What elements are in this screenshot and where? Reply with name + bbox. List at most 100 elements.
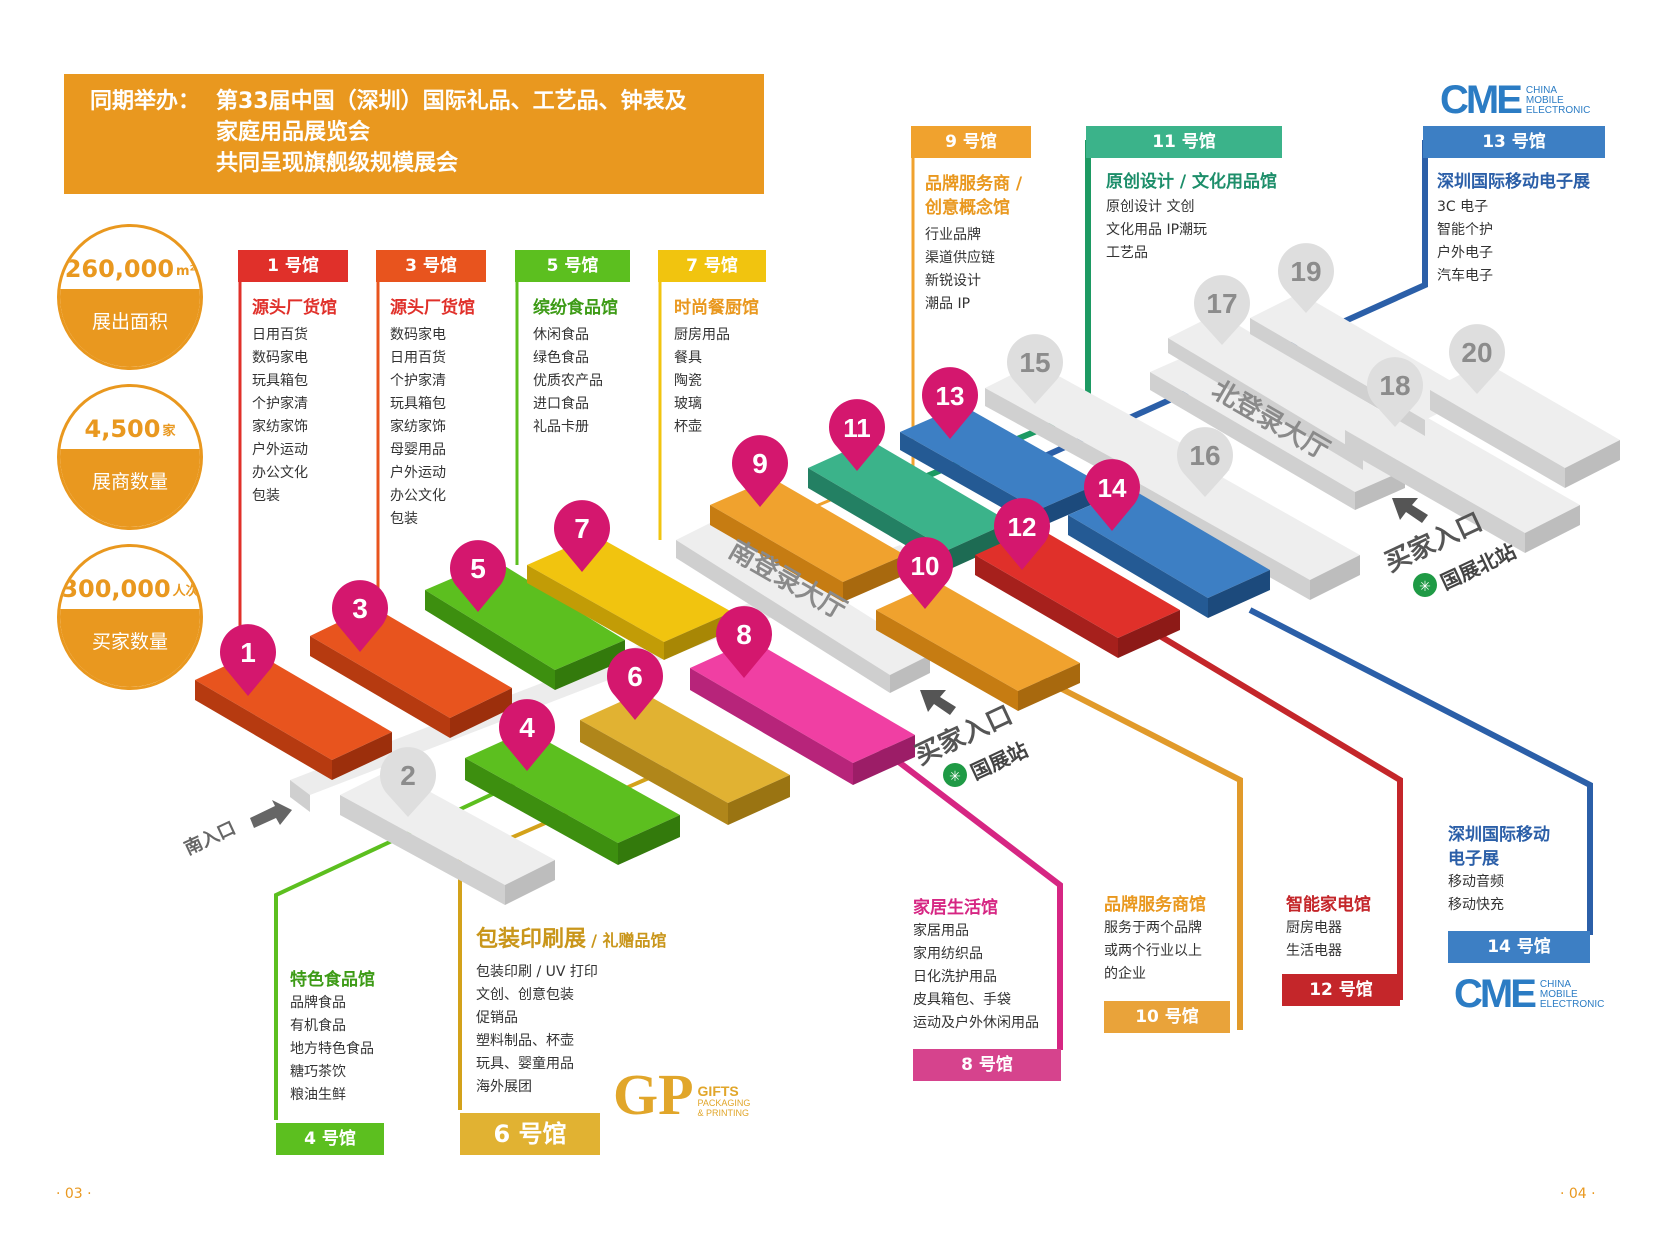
marker-number: 17 [1206,288,1237,319]
hall-9-title-1: 品牌服务商 / [925,174,1023,194]
marker-hall-16[interactable]: 16 [1177,427,1233,497]
hall-14-title-2: 电子展 [1448,849,1499,869]
svg-text:✳: ✳ [1419,579,1431,595]
metro-icon: ✳ [1413,573,1437,597]
pin-number: 3 [352,593,368,624]
pin-hall-4[interactable]: 4 [498,699,555,771]
hall-4-label: 4 号馆 [276,1123,384,1155]
arrow-up-left-icon [1392,498,1428,523]
list-item: 包装 [390,511,418,527]
cme-sub-2: MOBILE [1539,988,1578,1000]
cme-sub-1: CHINA [1539,978,1572,990]
south-entrance[interactable]: 南入口 [181,800,292,860]
hall-13-info: 13 号馆 深圳国际移动电子展 3C 电子 智能个护 户外电子 汽车电子 [1423,126,1605,288]
pin-hall-13[interactable]: 13 [922,367,978,439]
map-pin-icon [896,537,953,609]
list-item: 移动音频 [1448,874,1504,890]
pin-hall-10[interactable]: 10 [896,537,953,609]
list-item: 塑料制品、杯壶 [476,1033,574,1049]
pin-hall-14[interactable]: 14 [1084,459,1140,531]
marker-hall-2[interactable]: 2 [380,747,436,817]
list-item: 文化用品 IP潮玩 [1106,222,1208,238]
metro-icon: ✳ [943,763,967,787]
pin-hall-11[interactable]: 11 [829,399,885,471]
connector-hall-8 [868,737,1063,1050]
south-lobby [676,520,930,693]
hall-5-label: 5 号馆 [515,250,630,282]
map-pin-icon [498,699,555,771]
hall-4-info: 特色食品馆 品牌食品 有机食品 地方特色食品 糖巧茶饮 粮油生鲜 4 号馆 [276,968,384,1155]
list-item: 家纺家饰 [252,419,308,435]
pin-hall-5[interactable]: 5 [450,540,507,612]
gipp-logo: GP GIFTS PACKAGING & PRINTING [613,1066,750,1124]
list-item: 户外运动 [252,442,308,458]
stat-unit: 人次 [172,584,199,599]
hall-11-label: 11 号馆 [1086,126,1282,158]
hall-12-label: 12 号馆 [1282,974,1400,1006]
list-item: 礼品卡册 [533,419,589,435]
list-item: 行业品牌 [925,227,981,243]
hall-9-info: 9 号馆 品牌服务商 / 创意概念馆 行业品牌 渠道供应链 新锐设计 潮品 IP [911,126,1031,316]
list-item: 休闲食品 [533,327,589,343]
list-item: 户外电子 [1437,245,1493,261]
list-item: 汽车电子 [1437,268,1493,284]
list-item: 数码家电 [252,350,308,366]
list-item: 优质农产品 [533,373,603,389]
list-item: 或两个行业以上 [1104,943,1202,959]
hall-9-title-2: 创意概念馆 [925,198,1010,218]
map-pin-icon [332,580,388,652]
hall-12-items: 厨房电器 生活电器 [1286,917,1400,963]
hall-10-label: 10 号馆 [1104,1001,1230,1033]
list-item: 新锐设计 [925,273,981,289]
marker-hall-15[interactable]: 15 [1007,334,1063,404]
pin-hall-1[interactable]: 1 [220,624,276,696]
marker-hall-17[interactable]: 17 [1194,275,1251,345]
hall-8-items: 家居用品 家用纺织品 日化洗护用品 皮具箱包、手袋 运动及户外休闲用品 [913,920,1061,1035]
hall-4-title: 特色食品馆 [290,970,375,990]
hall-5-title: 缤纷食品馆 [533,298,618,318]
marker-hall-18[interactable]: 18 [1367,357,1424,427]
banner-line-2: 家庭用品展览会 [216,120,371,145]
connector-hall-13 [1023,140,1428,468]
hall-13-title: 深圳国际移动电子展 [1437,172,1590,192]
stat-value: 4,500 [84,415,161,443]
pin-hall-12[interactable]: 12 [994,498,1050,570]
hall-7-label: 7 号馆 [658,250,766,282]
pin-hall-6[interactable]: 6 [607,648,663,720]
banner-line-3: 共同呈现旗舰级规模展会 [216,151,459,176]
pin-hall-9[interactable]: 9 [732,435,788,507]
list-item: 进口食品 [533,396,589,412]
hall-6-title-suffix: / 礼赠品馆 [591,931,667,950]
hall-17 [1168,313,1413,470]
list-item: 办公文化 [252,465,308,481]
marker-hall-20[interactable]: 20 [1449,324,1506,394]
hall-11-info: 11 号馆 原创设计 / 文化用品馆 原创设计 文创 文化用品 IP潮玩 工艺品 [1086,126,1282,265]
list-item: 原创设计 文创 [1106,199,1195,215]
hall-6-block [580,692,790,825]
marker-hall-19[interactable]: 19 [1278,243,1335,313]
hall-6-items: 包装印刷 / UV 打印 文创、创意包装 促销品 塑料制品、杯壶 玩具、婴童用品… [476,961,600,1099]
hall-13-items: 3C 电子 智能个护 户外电子 汽车电子 [1437,196,1605,288]
marker-number: 16 [1189,440,1220,471]
pin-number: 14 [1098,473,1127,503]
map-pin-icon [922,367,978,439]
hall-11-items: 原创设计 文创 文化用品 IP潮玩 工艺品 [1106,196,1282,265]
list-item: 包装 [252,488,280,504]
hall-3-info: 3 号馆 源头厂货馆 数码家电 日用百货 个护家清 玩具箱包 家纺家饰 母婴用品… [376,250,486,531]
pin-number: 13 [936,381,965,411]
hall-14-title-1: 深圳国际移动 [1448,825,1550,845]
map-pin-icon [1449,324,1506,394]
list-item: 地方特色食品 [290,1041,374,1057]
pin-hall-8[interactable]: 8 [716,606,772,678]
hall-10-items: 服务于两个品牌 或两个行业以上 的企业 [1104,917,1230,986]
gipp-sub-1: GIFTS [697,1083,739,1099]
pin-hall-7[interactable]: 7 [553,500,610,572]
gipp-sub-3: & PRINTING [697,1108,750,1118]
hall-7-title: 时尚餐厨馆 [674,298,759,318]
list-item: 糖巧茶饮 [290,1064,346,1080]
stat-value: 300,000 [61,575,171,603]
list-item: 皮具箱包、手袋 [913,992,1011,1008]
list-item: 品牌食品 [290,995,346,1011]
pin-hall-3[interactable]: 3 [332,580,388,652]
